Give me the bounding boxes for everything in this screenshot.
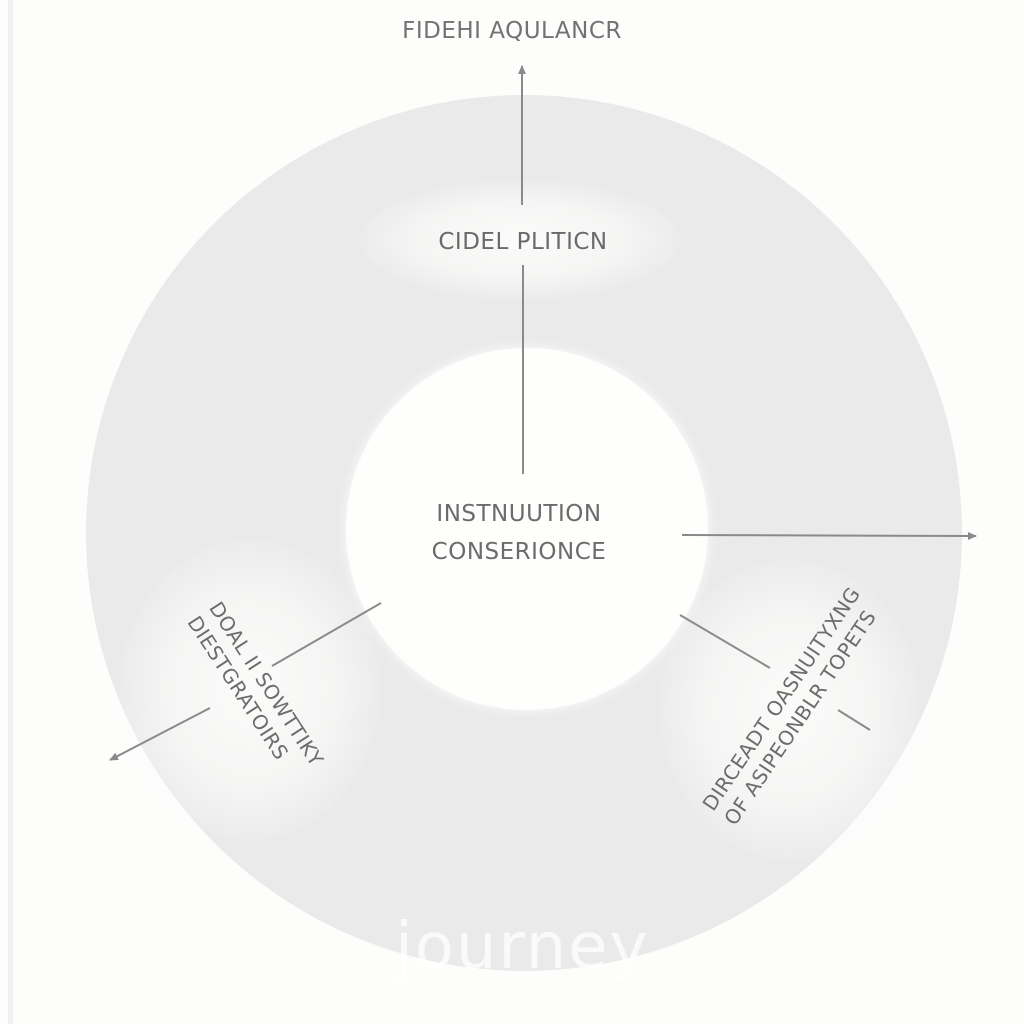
watermark-text: journey xyxy=(395,910,650,984)
center-hub xyxy=(346,348,708,710)
right-node-highlight xyxy=(660,560,920,860)
diagram-title: FIDEHI AQULANCR xyxy=(402,18,622,44)
node-center-line1: INSTNUUTION xyxy=(436,501,602,527)
connector-center-left xyxy=(271,602,382,667)
connector-right-tick xyxy=(837,709,871,731)
node-center-label: INSTNUUTION CONSERIONCE xyxy=(0,495,1024,571)
left-node-highlight xyxy=(120,540,380,840)
node-top-label: CIDEL PLITICN xyxy=(438,229,608,255)
arrow-right-icon xyxy=(681,531,977,540)
left-edge-border xyxy=(8,0,13,1024)
top-node-highlight xyxy=(360,180,680,300)
arrow-down-left-icon xyxy=(109,707,211,761)
connector-center-right xyxy=(679,614,771,669)
node-center-line2: CONSERIONCE xyxy=(431,539,607,565)
